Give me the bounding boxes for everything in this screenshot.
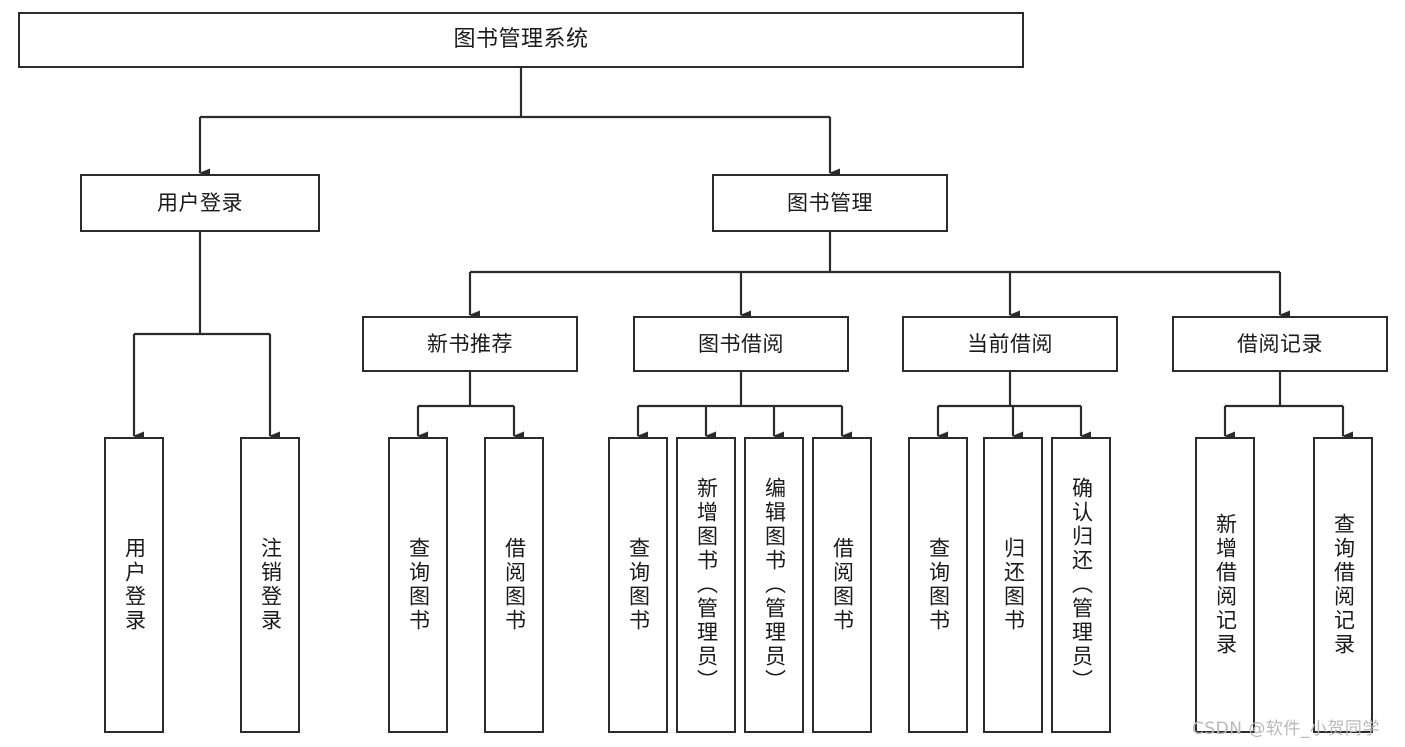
node-label-user-login: 用户登录 <box>157 190 243 215</box>
leaf-label-borrow-edit-book: 编辑图书（管理员） <box>762 477 787 693</box>
node-label-root: 图书管理系统 <box>453 27 589 53</box>
node-user-login[interactable]: 用户登录 <box>80 174 320 232</box>
leaf-label-newbook-borrow-book: 借阅图书 <box>502 537 527 633</box>
node-borrow-records[interactable]: 借阅记录 <box>1172 316 1388 372</box>
leaf-borrow-edit-book[interactable]: 编辑图书（管理员） <box>744 437 804 733</box>
leaf-current-confirm-return[interactable]: 确认归还（管理员） <box>1051 437 1111 733</box>
leaf-label-current-confirm-return: 确认归还（管理员） <box>1069 477 1094 693</box>
edge-paths <box>132 68 1353 441</box>
leaf-label-user-login: 用户登录 <box>122 537 147 633</box>
leaf-records-query-record[interactable]: 查询借阅记录 <box>1313 437 1373 733</box>
leaf-current-query-book[interactable]: 查询图书 <box>908 437 968 733</box>
leaf-label-borrow-borrow-book: 借阅图书 <box>830 537 855 633</box>
node-current-borrow[interactable]: 当前借阅 <box>902 316 1118 372</box>
leaf-borrow-add-book[interactable]: 新增图书（管理员） <box>676 437 736 733</box>
node-label-current-borrow: 当前借阅 <box>967 331 1053 356</box>
leaf-label-records-query-record: 查询借阅记录 <box>1331 513 1356 657</box>
leaf-label-user-logout: 注销登录 <box>258 537 283 633</box>
leaf-records-add-record[interactable]: 新增借阅记录 <box>1195 437 1255 733</box>
node-label-borrow-records: 借阅记录 <box>1237 331 1323 356</box>
node-book-borrow[interactable]: 图书借阅 <box>633 316 849 372</box>
leaf-borrow-query-book[interactable]: 查询图书 <box>608 437 668 733</box>
leaf-label-records-add-record: 新增借阅记录 <box>1213 513 1238 657</box>
node-book-management[interactable]: 图书管理 <box>712 174 948 232</box>
leaf-newbook-borrow-book[interactable]: 借阅图书 <box>484 437 544 733</box>
csdn-watermark: CSDN @软件_小贺同学 <box>1192 719 1380 739</box>
leaf-label-borrow-add-book: 新增图书（管理员） <box>694 477 719 693</box>
leaf-label-current-return-book: 归还图书 <box>1001 537 1026 633</box>
leaf-label-newbook-query-book: 查询图书 <box>406 537 431 633</box>
node-root[interactable]: 图书管理系统 <box>18 12 1024 68</box>
leaf-label-current-query-book: 查询图书 <box>926 537 951 633</box>
leaf-user-logout[interactable]: 注销登录 <box>240 437 300 733</box>
node-label-book-management: 图书管理 <box>787 190 873 215</box>
node-label-book-borrow: 图书借阅 <box>698 331 784 356</box>
node-label-new-book-recommend: 新书推荐 <box>427 331 513 356</box>
leaf-user-login[interactable]: 用户登录 <box>104 437 164 733</box>
leaf-borrow-borrow-book[interactable]: 借阅图书 <box>812 437 872 733</box>
node-new-book-recommend[interactable]: 新书推荐 <box>362 316 578 372</box>
leaf-current-return-book[interactable]: 归还图书 <box>983 437 1043 733</box>
leaf-label-borrow-query-book: 查询图书 <box>626 537 651 633</box>
leaf-newbook-query-book[interactable]: 查询图书 <box>388 437 448 733</box>
